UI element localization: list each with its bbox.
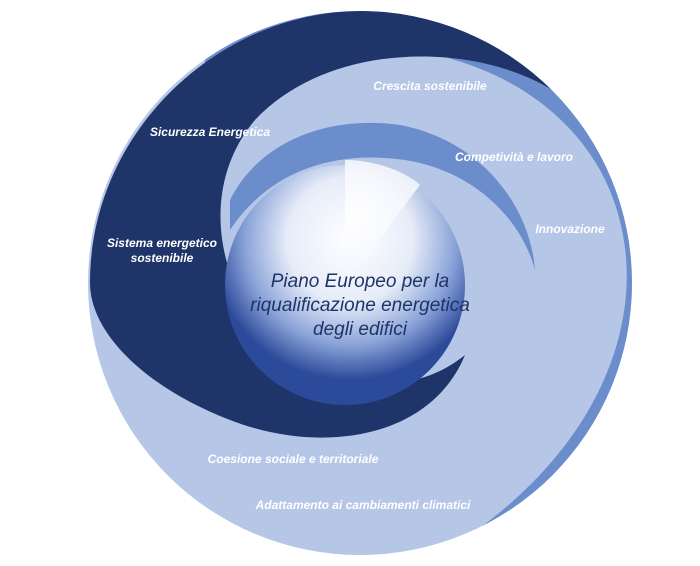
- center-top-glow: [345, 160, 420, 285]
- label-sistema-line2: sostenibile: [131, 251, 194, 265]
- label-sicurezza: Sicurezza Energetica: [150, 125, 270, 139]
- label-crescita: Crescita sostenibile: [373, 79, 487, 93]
- center-title-line1: Piano Europeo per la: [271, 271, 450, 292]
- spiral-band-medium-inner: [230, 122, 535, 270]
- label-sistema-line1: Sistema energetico: [107, 236, 217, 250]
- label-coesione: Coesione sociale e territoriale: [208, 452, 379, 466]
- spiral-band-dark: [90, 11, 560, 438]
- label-competitivita: Competività e lavoro: [455, 150, 573, 164]
- center-title-line2: riqualificazione energetica: [250, 295, 470, 316]
- center-title-line3: degli edifici: [313, 319, 408, 340]
- label-innovazione: Innovazione: [535, 222, 605, 236]
- label-adattamento: Adattamento ai cambiamenti climatici: [255, 498, 471, 512]
